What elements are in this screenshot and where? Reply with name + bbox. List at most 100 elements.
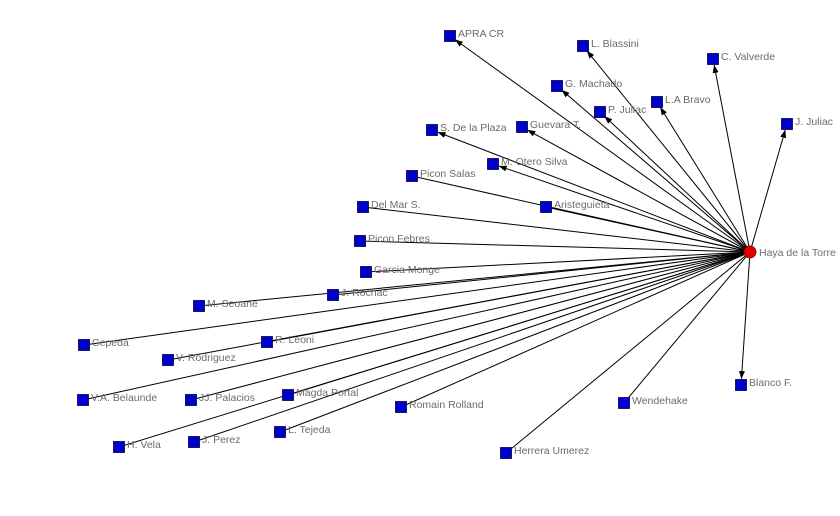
node-square: [426, 124, 438, 136]
edge-palacios: [190, 251, 751, 401]
node-label: L.A Bravo: [665, 94, 711, 106]
node-square: [193, 300, 205, 312]
node-label: R. Leoni: [275, 334, 314, 346]
edge-cepeda: [83, 251, 751, 346]
node-apra_cr[interactable]: APRA CR: [444, 28, 505, 42]
node-label: V.A. Belaunde: [91, 392, 157, 404]
node-label: J. Perez: [202, 434, 241, 446]
edge-perez: [193, 251, 751, 443]
edge-guevara: [527, 129, 751, 253]
node-herrera[interactable]: Herrera Umerez: [500, 445, 590, 459]
node-piconsalas[interactable]: Picon Salas: [406, 168, 476, 182]
center-node-label: Haya de la Torre: [759, 247, 836, 259]
nodes-layer: APRA CR L. Blassini C. Valverde G. MachadoL…: [77, 28, 836, 459]
node-label: C. Valverde: [721, 51, 775, 63]
node-aristeguieta[interactable]: Aristeguieta: [540, 199, 610, 213]
node-label: JJ. Palacios: [199, 392, 255, 404]
node-garcia[interactable]: Garcia Monge: [360, 264, 441, 278]
node-label: L. Blassini: [591, 38, 639, 50]
node-square: [274, 426, 286, 438]
edge-valverde: [712, 64, 751, 253]
node-square: [551, 80, 563, 92]
node-labravo[interactable]: L.A Bravo: [651, 94, 711, 108]
node-vela[interactable]: H. Vela: [113, 439, 162, 453]
node-delaplaza[interactable]: S. De la Plaza: [426, 122, 507, 136]
node-square: [162, 354, 174, 366]
node-square: [594, 106, 606, 118]
node-tejeda[interactable]: L. Tejeda: [274, 424, 331, 438]
edge-vela: [118, 251, 751, 448]
node-otero[interactable]: M. Otero Silva: [487, 156, 568, 170]
node-square: [707, 53, 719, 65]
node-label: M. Seoane: [207, 298, 258, 310]
node-pjuliac[interactable]: P. Juliac: [594, 104, 647, 118]
edge-labravo: [659, 106, 751, 253]
edge-otero: [498, 165, 751, 253]
node-label: Garcia Monge: [374, 264, 440, 276]
node-portal[interactable]: Magda Portal: [282, 387, 359, 401]
node-cepeda[interactable]: Cepeda: [78, 337, 129, 351]
node-piconfebres[interactable]: Picon Febres: [354, 233, 430, 247]
node-square: [618, 397, 630, 409]
node-seoane[interactable]: M. Seoane: [193, 298, 258, 312]
node-machado[interactable]: G. Machado: [551, 78, 623, 92]
center-node-circle: [743, 245, 757, 259]
edge-seoane: [198, 251, 751, 307]
node-label: Wendehake: [632, 395, 688, 407]
edge-delaplaza: [437, 131, 751, 253]
node-jjuliac[interactable]: J. Juliac: [781, 116, 833, 130]
node-square: [406, 170, 418, 182]
node-rolland[interactable]: Romain Rolland: [395, 399, 484, 413]
edge-garcia: [365, 251, 751, 273]
edge-herrera: [505, 251, 751, 454]
node-square: [77, 394, 89, 406]
edge-belaunde: [82, 251, 751, 401]
edge-aristeguieta: [545, 206, 751, 253]
node-square: [327, 289, 339, 301]
edge-wendehake: [623, 251, 751, 404]
node-blassini[interactable]: L. Blassini: [577, 38, 639, 52]
node-square: [540, 201, 552, 213]
node-square: [78, 339, 90, 351]
node-rodriguez[interactable]: V. Rodriguez: [162, 352, 236, 366]
edge-rolland: [400, 251, 751, 408]
node-square: [185, 394, 197, 406]
node-square: [360, 266, 372, 278]
edge-delmar: [362, 206, 751, 253]
node-square: [354, 235, 366, 247]
node-rochac[interactable]: J. Rochac: [327, 287, 388, 301]
node-blanco[interactable]: Blanco F.: [735, 377, 793, 391]
node-perez[interactable]: J. Perez: [188, 434, 241, 448]
node-delmar[interactable]: Del Mar S.: [357, 199, 421, 213]
node-label: Magda Portal: [296, 387, 358, 399]
node-label: S. De la Plaza: [440, 122, 507, 134]
edge-apra_cr: [454, 39, 751, 253]
node-guevara[interactable]: Guevara T.: [516, 119, 582, 133]
edge-piconfebres: [359, 240, 751, 253]
node-label: J. Juliac: [795, 116, 833, 128]
node-square: [282, 389, 294, 401]
node-square: [444, 30, 456, 42]
node-square: [651, 96, 663, 108]
edge-pjuliac: [604, 115, 751, 253]
node-label: Herrera Umerez: [514, 445, 589, 457]
node-square: [500, 447, 512, 459]
node-label: Cepeda: [92, 337, 129, 349]
node-square: [487, 158, 499, 170]
node-label: Picon Febres: [368, 233, 430, 245]
node-valverde[interactable]: C. Valverde: [707, 51, 776, 65]
node-label: H. Vela: [127, 439, 161, 451]
node-center[interactable]: Haya de la Torre: [743, 245, 836, 259]
node-square: [577, 40, 589, 52]
node-square: [516, 121, 528, 133]
node-leoni[interactable]: R. Leoni: [261, 334, 315, 348]
edge-blanco: [738, 251, 751, 380]
node-label: V. Rodriguez: [176, 352, 236, 364]
node-square: [188, 436, 200, 448]
node-label: L. Tejeda: [288, 424, 331, 436]
node-belaunde[interactable]: V.A. Belaunde: [77, 392, 158, 406]
node-square: [781, 118, 793, 130]
node-palacios[interactable]: JJ. Palacios: [185, 392, 256, 406]
node-wendehake[interactable]: Wendehake: [618, 395, 689, 409]
